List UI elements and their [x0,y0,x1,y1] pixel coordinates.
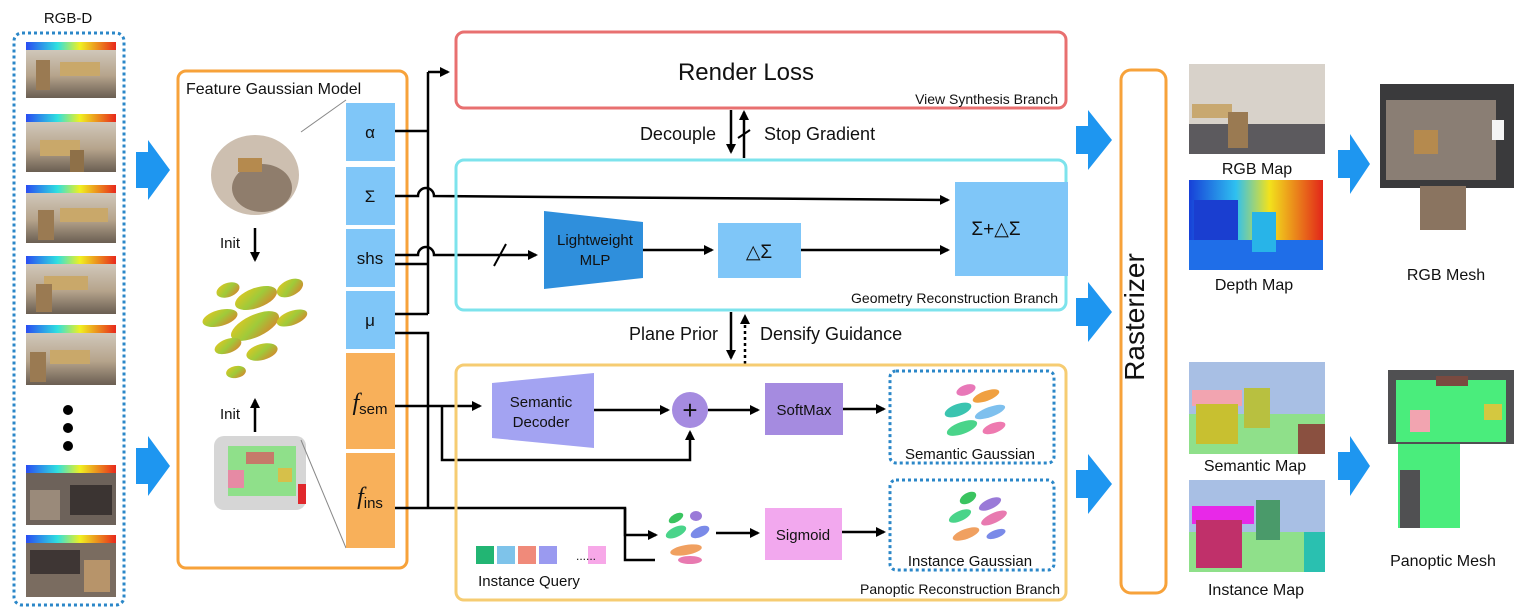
depth-map-label: Depth Map [1215,277,1293,294]
rgbd-frame-5 [26,325,116,385]
feature-model-title: Feature Gaussian Model [186,81,361,98]
semantic-point-cloud-image [214,436,306,510]
input-frame [12,31,126,607]
geometry-to-rasterizer-arrow [1076,282,1112,342]
rgbd-frame-6 [26,465,116,525]
init-label-bottom: Init [220,406,241,423]
fsem-attr-label: fsem [352,390,387,418]
instance-gaussian-cluster-image [665,511,710,564]
query-square [476,546,494,564]
view-synthesis-branch-box [454,30,1068,110]
mlp-label-line1: Lightweight [557,232,634,249]
semantic-gaussian-image [944,384,1006,436]
ellipsis-dots [63,405,73,451]
sigmoid-box [765,508,842,560]
mu-attr-box [346,291,395,349]
alpha-attr-box [346,103,395,161]
query-square [588,546,606,564]
projection-line-top [300,99,347,133]
feature-gaussian-model-box [176,69,409,570]
panoptic-to-rasterizer-arrow [1076,454,1112,514]
rgb-map-label: RGB Map [1222,161,1292,178]
sigma-plus-delta-label: Σ+△Σ [971,219,1020,240]
delta-sigma-box [718,223,801,278]
plus-node [672,392,708,428]
rgbd-frame-3 [26,185,116,243]
depth-map-image [1189,180,1323,270]
semantic-decoder-label-line1: Semantic [510,394,573,411]
lightweight-mlp-box [544,211,643,289]
instance-gaussian-image [948,491,1007,541]
stop-gradient-tick [737,129,751,139]
sigma-attr-box [346,167,395,225]
rgbd-frame-1 [26,42,116,98]
render-loss-label: Render Loss [678,59,814,86]
semantic-gaussian-frame [888,369,1056,465]
shs-attr-label: shs [357,249,383,268]
instance-query-label: Instance Query [478,573,580,590]
instance-gaussian-label: Instance Gaussian [908,553,1032,570]
plus-node-label: + [682,395,697,425]
shs-attr-box [346,229,395,287]
gaussian-splats-image [202,278,308,379]
mu-attr-label: μ [365,311,375,330]
semantic-decoder-label-line2: Decoder [513,414,570,431]
query-dots: ...... [576,549,596,563]
maps-to-panoptic-mesh-arrow [1338,436,1370,496]
semantic-gaussian-label: Semantic Gaussian [905,446,1035,463]
rgbd-frame-4 [26,256,116,314]
sigma-attr-label: Σ [365,187,376,206]
rgb-map-image [1189,64,1325,154]
panoptic-branch-box [454,363,1068,602]
input-title: RGB-D [44,10,93,27]
stop-gradient-label: Stop Gradient [764,124,875,144]
decouple-label: Decouple [640,124,716,144]
rasterizer-box [1119,68,1168,595]
panoptic-mesh-image [1388,370,1514,528]
semantic-map-image [1189,362,1325,454]
semantic-decoder-box [492,373,594,448]
fins-attr-box [346,453,395,548]
mlp-input-slash [493,243,507,267]
instance-map-image [1189,480,1325,572]
instance-map-label: Instance Map [1208,582,1304,599]
query-square [497,546,515,564]
input-arrow-bottom [136,436,170,496]
alpha-attr-label: α [365,123,375,142]
panoptic-mesh-label: Panoptic Mesh [1390,553,1496,570]
attr-connector-lines [395,67,950,562]
geometry-branch-label: Geometry Reconstruction Branch [851,290,1058,306]
semantic-map-label: Semantic Map [1204,458,1306,475]
rgbd-frame-7 [26,535,116,597]
softmax-label: SoftMax [776,402,832,419]
projection-line-bottom [300,439,347,549]
rgb-mesh-label: RGB Mesh [1407,267,1485,284]
query-square [539,546,557,564]
view-to-rasterizer-arrow [1076,110,1112,170]
instance-gaussian-frame [888,478,1056,572]
mlp-label-line2: MLP [580,252,611,269]
softmax-box [765,383,843,435]
densify-guidance-label: Densify Guidance [760,324,902,344]
rgb-mesh-image [1380,84,1514,230]
rgbd-frame-2 [26,114,116,172]
input-arrow-top [136,140,170,200]
view-synthesis-branch-label: View Synthesis Branch [915,91,1058,107]
rasterizer-label: Rasterizer [1119,253,1150,381]
fins-attr-label: fins [357,484,383,512]
panoptic-branch-label: Panoptic Reconstruction Branch [860,581,1060,597]
fsem-attr-box [346,353,395,449]
maps-to-rgb-mesh-arrow [1338,134,1370,194]
delta-sigma-label: △Σ [746,242,772,263]
instance-query-squares [476,546,606,564]
query-square [518,546,536,564]
init-label-top: Init [220,235,241,252]
sigmoid-label: Sigmoid [776,527,830,544]
point-cloud-image [211,135,299,215]
sigma-plus-delta-box [955,182,1068,276]
plane-prior-label: Plane Prior [629,324,718,344]
